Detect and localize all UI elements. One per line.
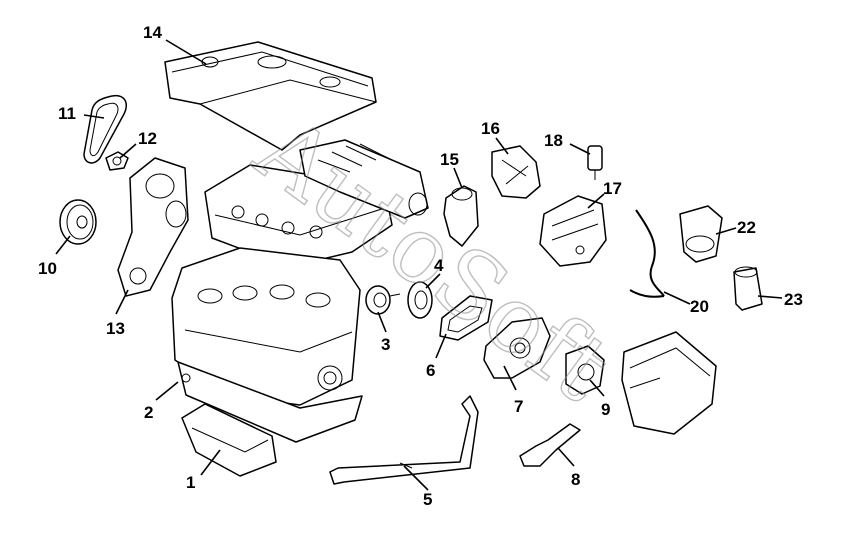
callout-number: 15	[440, 150, 459, 169]
part-mounting-bracket	[491, 145, 541, 199]
callout-2: 2	[144, 381, 179, 422]
part-sprocket	[407, 281, 433, 319]
callout-3: 3	[377, 311, 390, 354]
callout-number: 22	[737, 218, 756, 237]
part-crank-sprocket	[59, 199, 97, 245]
callout-9: 9	[589, 379, 610, 419]
part-gasket	[439, 295, 493, 341]
callout-number: 6	[426, 361, 435, 380]
part-timing-cover	[117, 157, 189, 297]
callout-6: 6	[426, 333, 447, 380]
part-fuel-filter	[733, 266, 763, 311]
callout-22: 22	[715, 218, 756, 237]
callout-16: 16	[481, 119, 509, 155]
part-engine-block	[171, 247, 361, 406]
callout-23: 23	[757, 290, 803, 309]
callout-number: 7	[514, 397, 523, 416]
callout-4: 4	[425, 256, 444, 289]
callout-number: 16	[481, 119, 500, 138]
callout-number: 9	[601, 400, 610, 419]
part-valve-cover	[164, 41, 377, 151]
callout-number: 11	[58, 104, 76, 123]
callout-12: 12	[119, 129, 157, 159]
part-fuel-line	[629, 209, 665, 298]
callout-number: 18	[544, 131, 563, 150]
callout-14: 14	[143, 23, 207, 65]
part-injector	[587, 145, 603, 180]
part-pan-gasket	[177, 361, 363, 443]
callout-number: 4	[434, 256, 444, 275]
part-air-filter-box	[621, 331, 717, 435]
part-fuel-filter-head	[679, 205, 723, 263]
callout-number: 3	[381, 335, 390, 354]
callout-15: 15	[440, 150, 463, 189]
callout-5: 5	[403, 465, 432, 509]
callout-number: 8	[571, 470, 580, 489]
callout-number: 2	[144, 403, 153, 422]
callout-13: 13	[106, 289, 129, 338]
part-intake-manifold	[299, 139, 429, 219]
callout-17: 17	[587, 179, 622, 209]
callout-number: 23	[784, 290, 803, 309]
callout-number: 12	[138, 129, 157, 148]
part-injection-pump	[539, 195, 607, 267]
callout-number: 10	[38, 259, 57, 278]
callout-20: 20	[663, 291, 709, 316]
part-oil-pan	[181, 403, 277, 477]
callout-number: 20	[690, 297, 709, 316]
callout-number: 14	[143, 23, 162, 42]
callout-1: 1	[186, 449, 221, 492]
callout-8: 8	[557, 447, 580, 489]
part-pump-housing	[483, 317, 551, 379]
callout-11: 11	[58, 104, 105, 123]
callout-number: 1	[186, 473, 195, 492]
part-thermostat-housing	[565, 345, 605, 395]
callout-number: 17	[603, 179, 622, 198]
callout-7: 7	[503, 365, 523, 416]
callout-18: 18	[544, 131, 591, 155]
part-bracket	[519, 423, 581, 467]
part-timing-belt	[83, 95, 128, 164]
part-egr-valve	[443, 185, 479, 247]
callout-number: 5	[423, 490, 432, 509]
callout-10: 10	[38, 235, 71, 278]
callout-number: 13	[106, 319, 125, 338]
